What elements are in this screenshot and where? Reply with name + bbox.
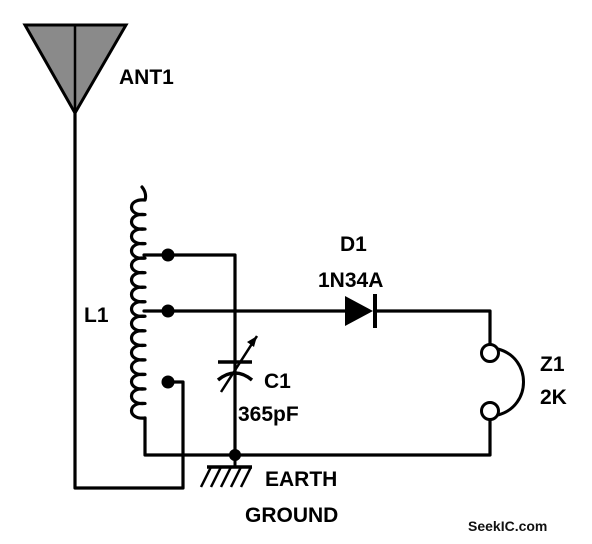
- bottom-return-wire: [143, 416, 492, 457]
- antenna-symbol: [22, 23, 129, 117]
- ground-label-line1: EARTH: [265, 468, 337, 491]
- earth-ground-symbol: [199, 455, 253, 488]
- coil-tap-bottom: [161, 375, 175, 389]
- coil-label: L1: [84, 304, 109, 327]
- capacitor-value-label: 365pF: [238, 403, 299, 426]
- earphone-value-label: 2K: [540, 386, 567, 409]
- earphone-ref-label: Z1: [540, 353, 565, 376]
- tap-top-wire: [142, 253, 237, 457]
- variable-capacitor-c1: [216, 335, 259, 393]
- earphone-z1: [480, 343, 525, 421]
- diode-d1: [345, 294, 377, 328]
- capacitor-ref-label: C1: [264, 370, 291, 393]
- ground-label-line2: GROUND: [245, 504, 338, 527]
- diode-part-label: 1N34A: [318, 269, 383, 292]
- antenna-label: ANT1: [119, 66, 174, 89]
- diode-to-earphone-wire: [373, 309, 492, 347]
- diode-ref-label: D1: [340, 233, 367, 256]
- antenna-lead-wire: [73, 111, 185, 490]
- coil-l1: [129, 185, 148, 420]
- watermark-text: SeekIC.com: [468, 518, 547, 534]
